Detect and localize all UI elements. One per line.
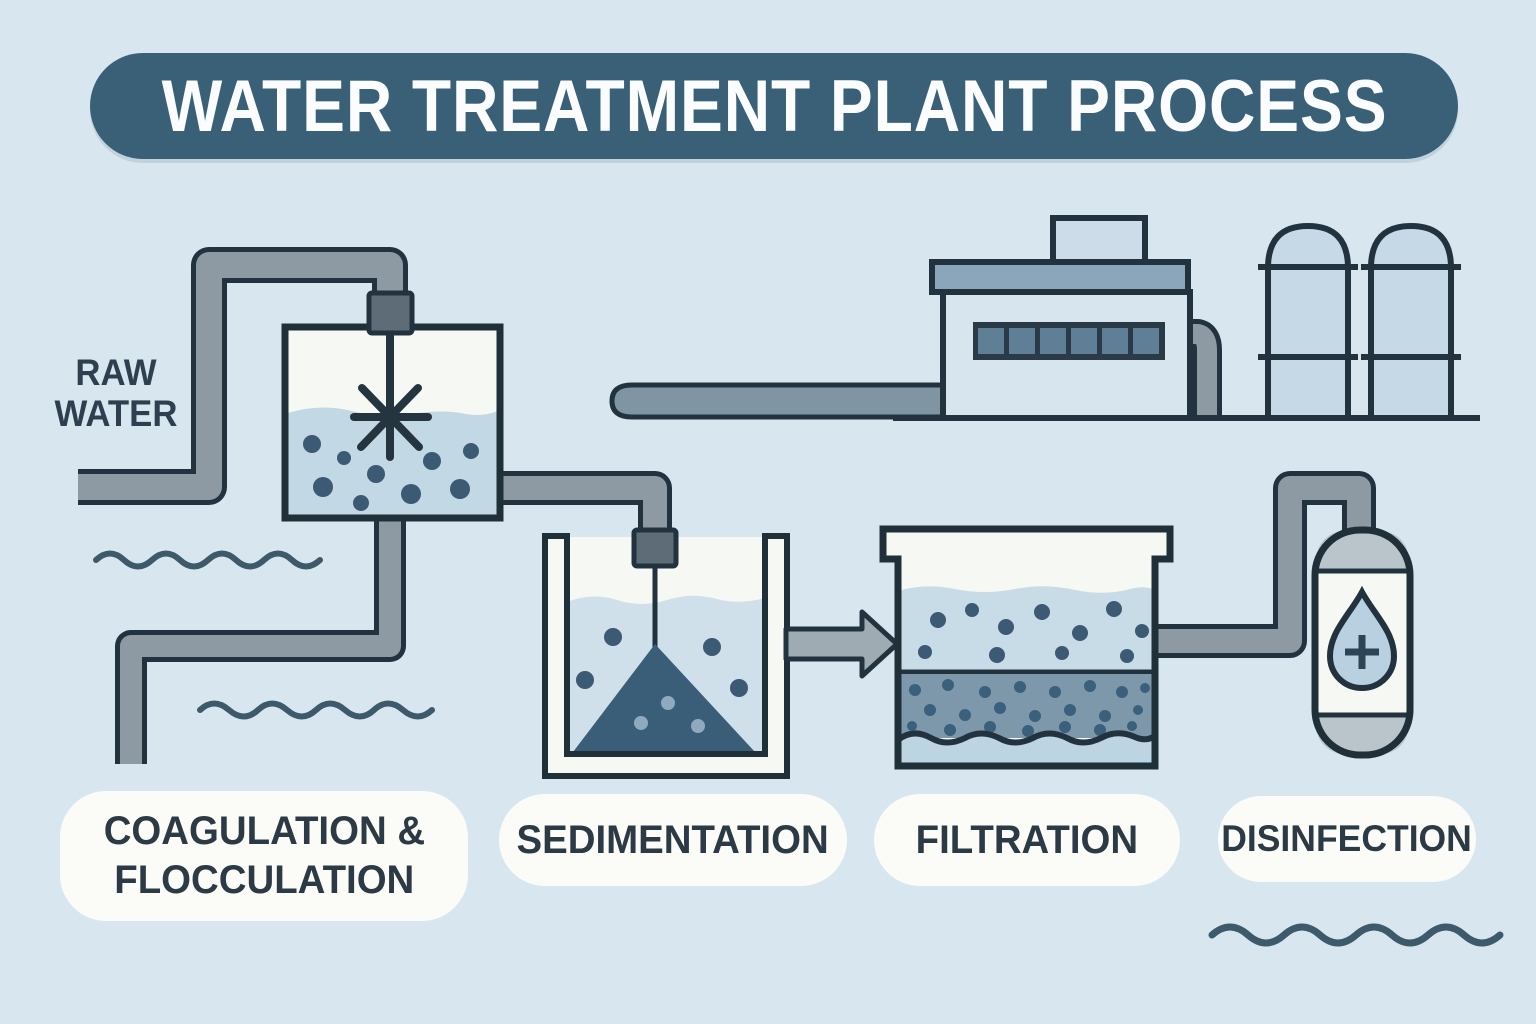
sludge-cone [573, 644, 755, 752]
building-rooftop-box [1050, 215, 1148, 265]
wave-line-left-upper [93, 550, 323, 570]
right-arrow-icon [783, 609, 900, 679]
settling-particles [576, 628, 748, 697]
coagulation-outlet-pipe [495, 471, 672, 540]
storage-silo-2 [1368, 222, 1454, 415]
building-roof-slab [929, 259, 1191, 295]
treatment-building [893, 215, 1480, 421]
storage-silos [1258, 222, 1461, 415]
page-title: WATER TREATMENT PLANT PROCESS [161, 65, 1387, 147]
disinfection-capsule [1311, 526, 1414, 759]
inlet-connector [366, 290, 415, 336]
underdrain-wave [896, 730, 1157, 746]
water-wave-lines [93, 550, 1504, 947]
filter-media-layer [898, 674, 1155, 738]
mixer-asterisk-icon [350, 327, 432, 461]
stage-label-sedimentation: SEDIMENTATION [499, 794, 847, 886]
filtration-tank [879, 525, 1174, 770]
raw-water-inlet-pipe [78, 247, 408, 505]
stage-label-disinfection: DISINFECTION [1218, 796, 1476, 882]
feed-channel [609, 382, 946, 420]
tank-walls [542, 533, 790, 779]
wave-line-bottom-right [1208, 923, 1504, 947]
building-window-strip [973, 322, 1165, 360]
filtration-outlet-pipe [1150, 471, 1376, 658]
floc-particles [303, 435, 479, 511]
stage-label-coagulation-flocculation: COAGULATION & FLOCCULATION [60, 791, 468, 921]
wave-line-left-lower [197, 700, 435, 720]
droplet-plus-icon [1326, 585, 1398, 692]
sed-inlet-connector [631, 527, 679, 569]
capsule-bottom-cap [1315, 715, 1410, 755]
coagulation-drain-pipe [115, 512, 406, 764]
tank-outline [879, 525, 1174, 770]
capsule-top-cap [1315, 530, 1410, 571]
tank-water [898, 586, 1155, 672]
storage-silo-1 [1265, 222, 1351, 415]
tank-water [288, 407, 498, 515]
sedimentation-tank [542, 527, 790, 779]
raw-water-label: RAW WATER [54, 352, 178, 435]
coagulation-tank [281, 290, 504, 522]
stage-label-filtration: FILTRATION [874, 794, 1180, 886]
title-banner: WATER TREATMENT PLANT PROCESS [90, 53, 1458, 159]
suspended-particles [918, 601, 1149, 663]
